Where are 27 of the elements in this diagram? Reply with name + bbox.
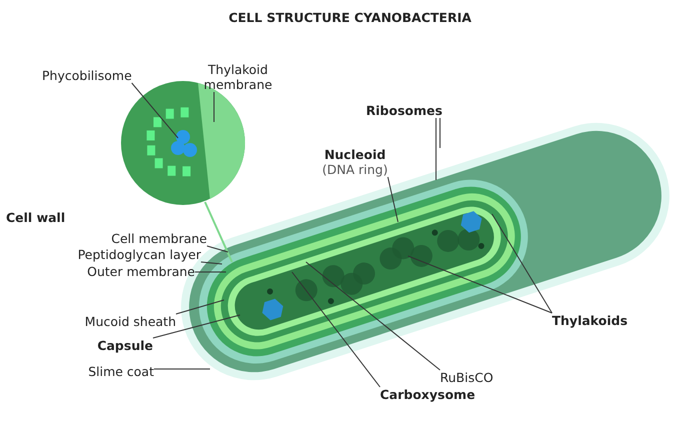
- leader-line: [292, 272, 380, 388]
- leader-line: [154, 368, 210, 370]
- part-label: Thylakoid membrane: [198, 62, 278, 92]
- part-label: Cell membrane: [111, 231, 207, 246]
- leader-line: [408, 256, 552, 314]
- part-label: Capsule: [97, 338, 153, 353]
- leader-line: [387, 176, 398, 222]
- leader-line: [131, 82, 178, 138]
- part-label: Carboxysome: [380, 387, 476, 402]
- leader-line: [492, 214, 552, 314]
- part-label: Peptidoglycan layer: [78, 247, 201, 262]
- leader-line: [306, 262, 440, 370]
- part-label: Ribosomes: [366, 103, 442, 118]
- part-label: Mucoid sheath: [84, 314, 176, 329]
- part-label: Thylakoids: [552, 313, 628, 328]
- diagram-title: CELL STRUCTURE CYANOBACTERIA: [228, 10, 472, 25]
- part-label: Nucleoid: [323, 147, 387, 162]
- part-label: Slime coat: [88, 364, 154, 379]
- part-sublabel: (DNA ring): [322, 162, 388, 177]
- leader-line: [200, 262, 222, 264]
- part-label: RuBisCO: [440, 370, 494, 385]
- leader-line: [206, 246, 228, 252]
- part-label: Phycobilisome: [42, 68, 132, 83]
- group-label: Cell wall: [6, 210, 66, 225]
- leader-line: [176, 300, 224, 314]
- leader-line: [152, 314, 240, 338]
- part-label: Outer membrane: [87, 264, 195, 279]
